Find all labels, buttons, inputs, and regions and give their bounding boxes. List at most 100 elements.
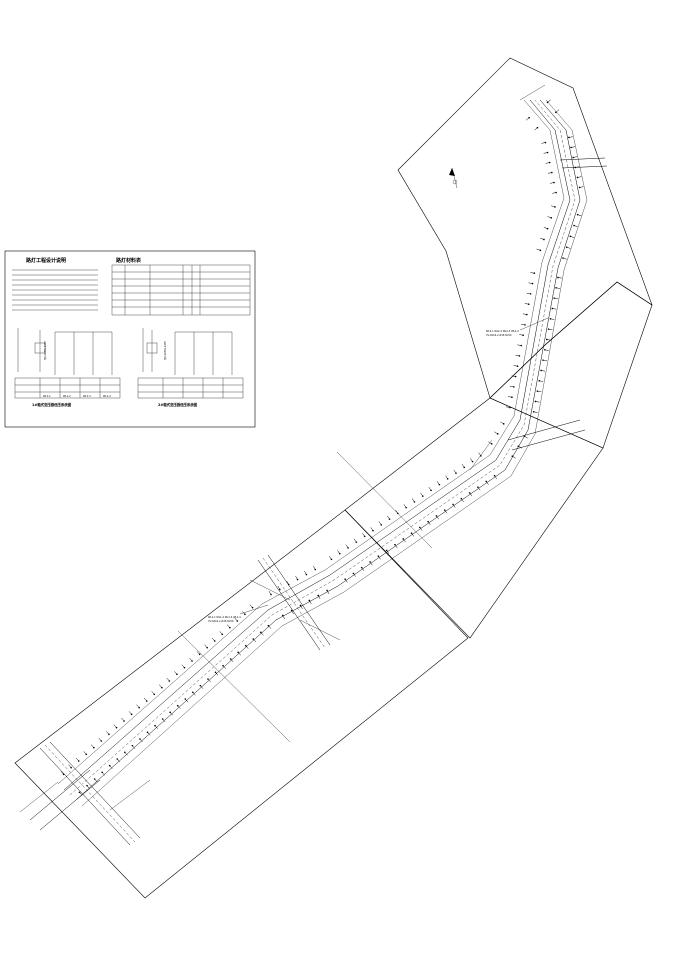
lamp-pole-dot-40 xyxy=(222,664,224,667)
lamp-pole-dot-147 xyxy=(555,191,557,194)
lamp-pole-dot-115 xyxy=(514,375,517,378)
materials-table-title: 路灯材料表 xyxy=(116,257,142,264)
lamp-pole-dot-35 xyxy=(191,660,193,662)
cable-note-lower-line1: WL1-1 WL1-2 WL1-3 WL1-4 xyxy=(208,616,241,619)
diagram1-caption: 1#箱式变压器低压系统图 xyxy=(32,402,72,407)
lamp-pole-dot-20 xyxy=(146,731,149,734)
diagram1-circuit-4: WL1-4 xyxy=(103,395,111,398)
lamp-pole-dot-71 xyxy=(355,541,358,543)
lamp-pole-dot-59 xyxy=(296,578,299,581)
lamp-pole-dot-83 xyxy=(405,506,407,509)
north-arrow-icon xyxy=(449,167,458,189)
lamp-pole-dot-17 xyxy=(123,720,125,722)
lamp-pole-dot-80 xyxy=(402,538,405,540)
lamp-pole-dot-160 xyxy=(555,111,557,114)
lamp-pole-dot-156 xyxy=(570,146,572,149)
lamp-pole-dot-22 xyxy=(154,724,156,727)
system-diagram-1: YJV-4X70+1X35 WL1-1 WL1-2 WL1-3 WL1-4 1#… xyxy=(14,328,121,407)
lamp-pole-dot-153 xyxy=(548,161,551,164)
lamp-pole-dot-50 xyxy=(260,631,262,634)
lamp-pole-dot-125 xyxy=(524,324,526,326)
lamp-pole-dot-135 xyxy=(533,272,536,275)
lamp-pole-dot-28 xyxy=(176,704,179,707)
lamp-pole-dot-53 xyxy=(270,593,272,596)
lamp-pole-dot-19 xyxy=(130,713,133,716)
sheet-divider-1 xyxy=(177,630,291,743)
legend-panel: 路灯工程设计说明 路灯材料表 xyxy=(4,250,256,428)
lamp-pole-dot-75 xyxy=(372,529,374,532)
lamp-pole-dot-99 xyxy=(471,460,474,463)
lamp-pole-dot-157 xyxy=(544,141,547,144)
lamp-pole-dot-64 xyxy=(326,589,328,592)
design-notes-lines xyxy=(12,269,98,311)
lamp-pole-dot-132 xyxy=(553,297,556,299)
intersection-north xyxy=(519,84,608,169)
lamp-pole-dot-82 xyxy=(410,532,413,534)
lamp-pole-dot-111 xyxy=(511,396,513,399)
cable-note-lower-line2: VV-4X16+1X16 SC50 xyxy=(208,620,234,623)
system-diagram-2: YJV-4X70+1X35 2#箱式变压器低压系统图 xyxy=(137,328,244,407)
lamp-pole-dot-104 xyxy=(511,455,514,457)
lamp-pole-dot-126 xyxy=(547,328,550,330)
lamp-pole-dot-29 xyxy=(168,680,171,682)
lamp-pole-dot-70 xyxy=(360,566,363,569)
lamp-pole-dot-73 xyxy=(363,535,366,538)
legend-border xyxy=(4,250,256,428)
intersection-southwest xyxy=(19,741,151,846)
lamp-pole-dot-84 xyxy=(419,526,421,529)
lamp-pole-dot-2 xyxy=(78,791,81,794)
lamp-pole-markers xyxy=(60,99,584,796)
lamp-pole-dot-23 xyxy=(145,700,148,702)
lamp-pole-dot-121 xyxy=(520,344,523,347)
lamp-pole-dot-112 xyxy=(534,400,537,403)
lamp-pole-dot-136 xyxy=(557,276,559,279)
lamp-pole-dot-116 xyxy=(538,379,541,382)
road-alignment xyxy=(57,99,588,807)
lamp-pole-dot-38 xyxy=(214,671,217,674)
lamp-pole-dot-92 xyxy=(452,503,454,506)
lamp-pole-dot-52 xyxy=(267,624,270,627)
lamp-pole-dot-30 xyxy=(184,698,187,700)
lamp-pole-dot-128 xyxy=(549,317,552,320)
lamp-pole-dot-31 xyxy=(176,673,178,676)
lamp-pole-dot-18 xyxy=(139,738,141,740)
lamp-pole-dot-37 xyxy=(198,653,201,656)
lamp-pole-dot-25 xyxy=(153,693,156,696)
lamp-pole-dot-56 xyxy=(290,609,293,612)
lamp-pole-dot-127 xyxy=(526,313,528,316)
lamp-pole-dot-100 xyxy=(485,480,488,483)
intersection-east xyxy=(469,419,586,471)
diagram1-circuit-2: WL1-2 xyxy=(63,395,71,398)
lamp-pole-dot-44 xyxy=(237,651,239,654)
lamp-pole-dot-6 xyxy=(93,778,96,780)
lamp-pole-dot-11 xyxy=(100,740,103,742)
lamp-pole-dot-42 xyxy=(229,658,232,660)
lamp-pole-dot-110 xyxy=(532,410,535,413)
diagram2-caption: 2#箱式变压器低压系统图 xyxy=(158,402,198,407)
lamp-pole-dot-133 xyxy=(531,282,534,285)
plan-frame xyxy=(14,57,653,899)
lamp-pole-dot-162 xyxy=(546,101,549,104)
lamp-pole-dot-90 xyxy=(443,509,446,511)
cable-note-upper-line2: VV-4X16+1X16 SC50 xyxy=(486,334,512,337)
lamp-pole-dot-97 xyxy=(463,466,466,469)
lamp-pole-dot-12 xyxy=(116,758,119,760)
lamp-pole-dot-106 xyxy=(517,445,520,447)
lamp-pole-dot-94 xyxy=(460,497,463,500)
diagram1-cable-label: YJV-4X70+1X35 xyxy=(44,341,47,360)
lamp-pole-dot-39 xyxy=(206,646,208,649)
lamp-pole-dot-124 xyxy=(545,338,548,341)
lamp-pole-dot-36 xyxy=(207,678,209,680)
lamp-pole-dot-131 xyxy=(529,293,532,295)
lamp-pole-dot-113 xyxy=(512,386,515,388)
lamp-pole-dot-140 xyxy=(565,246,568,248)
lamp-pole-dot-143 xyxy=(550,217,553,219)
lamp-pole-dot-114 xyxy=(536,390,539,392)
lamp-pole-dot-138 xyxy=(562,257,564,259)
lamp-pole-dot-96 xyxy=(468,492,471,494)
lamp-pole-dot-41 xyxy=(213,640,216,642)
lamp-pole-dot-85 xyxy=(413,501,416,503)
cable-note-upper-line1: WL2-1 WL2-2 WL2-3 WL2-4 xyxy=(486,330,519,333)
lamp-pole-dot-10 xyxy=(108,764,111,767)
